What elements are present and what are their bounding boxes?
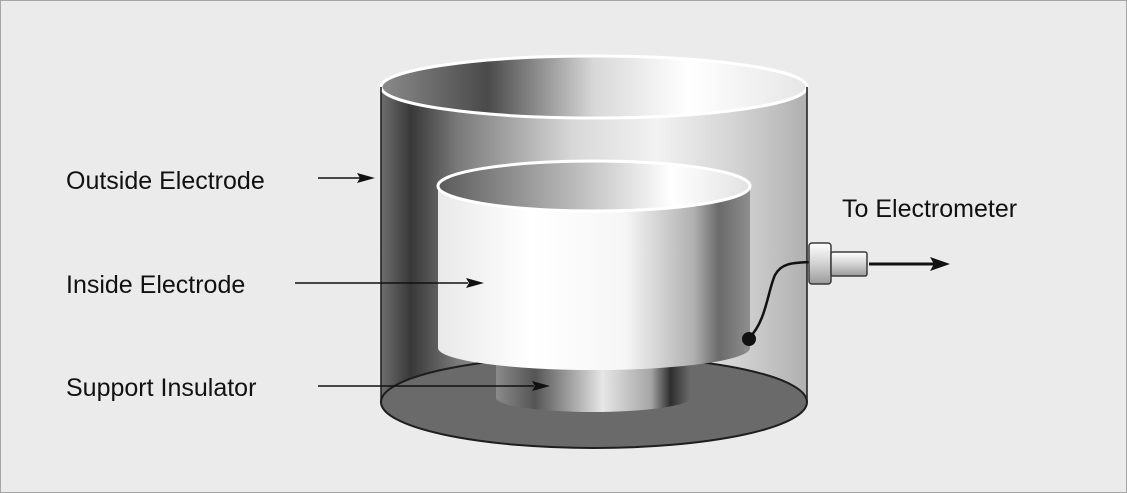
inside-electrode-pointer-head xyxy=(466,278,484,288)
outside-electrode-label: Outside Electrode xyxy=(66,167,265,195)
wire-contact-dot xyxy=(742,332,756,346)
to-electrometer-label: To Electrometer xyxy=(842,195,1017,223)
signal-wire xyxy=(748,260,812,339)
support-insulator-pointer-head xyxy=(532,381,550,391)
outside-electrode-opening xyxy=(379,54,809,120)
support-insulator-label: Support Insulator xyxy=(66,374,256,402)
connector-body xyxy=(830,251,868,277)
inside-electrode-wall xyxy=(438,186,750,370)
outside-electrode-pointer-head xyxy=(357,173,375,183)
inside-electrode-label: Inside Electrode xyxy=(66,271,245,299)
electrometer-arrowhead xyxy=(930,257,950,271)
inside-electrode-opening xyxy=(436,159,752,213)
connector-flange xyxy=(808,242,832,285)
support-insulator xyxy=(496,362,690,412)
